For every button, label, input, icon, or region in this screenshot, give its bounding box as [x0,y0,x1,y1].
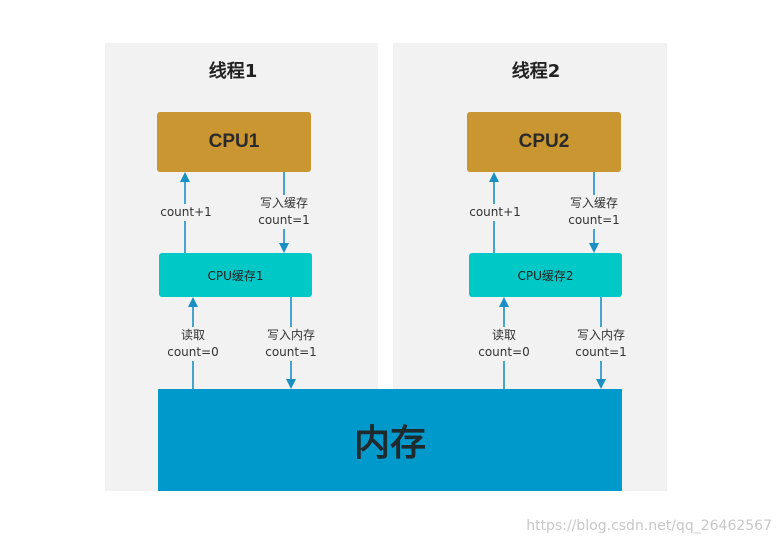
memory-box: 内存 [158,389,622,491]
thread1-write-memory-line2: count=1 [265,345,317,359]
thread2-read-label: 读取 count=0 [474,327,534,361]
cpu2-box: CPU2 [467,112,621,172]
cpu1-box: CPU1 [157,112,311,172]
thread1-count-plus-label: count+1 [155,204,217,221]
thread2-count-plus-label: count+1 [464,204,526,221]
thread2-write-memory-line2: count=1 [575,345,627,359]
cpu-cache2-box: CPU缓存2 [469,253,622,297]
thread1-title: 线程1 [208,61,258,82]
thread2-write-memory-label: 写入内存 count=1 [567,327,635,361]
cpu-cache1-box: CPU缓存1 [159,253,312,297]
thread2-write-cache-label: 写入缓存 count=1 [560,195,628,229]
thread1-write-cache-line2: count=1 [258,213,310,227]
thread2-write-memory-line1: 写入内存 [576,328,625,342]
thread1-write-memory-line1: 写入内存 [266,328,315,342]
thread1-write-cache-label: 写入缓存 count=1 [250,195,318,229]
thread2-read-line2: count=0 [478,345,530,359]
thread2-write-cache-line2: count=1 [568,213,620,227]
thread2-title: 线程2 [511,61,561,82]
thread1-read-label: 读取 count=0 [163,327,223,361]
thread2-read-line1: 读取 [491,328,516,342]
watermark: https://blog.csdn.net/qq_26462567 [526,518,772,534]
thread1-read-line1: 读取 [180,328,205,342]
thread1-write-cache-line1: 写入缓存 [259,196,308,210]
thread1-read-line2: count=0 [167,345,219,359]
thread1-write-memory-label: 写入内存 count=1 [257,327,325,361]
thread2-write-cache-line1: 写入缓存 [569,196,618,210]
